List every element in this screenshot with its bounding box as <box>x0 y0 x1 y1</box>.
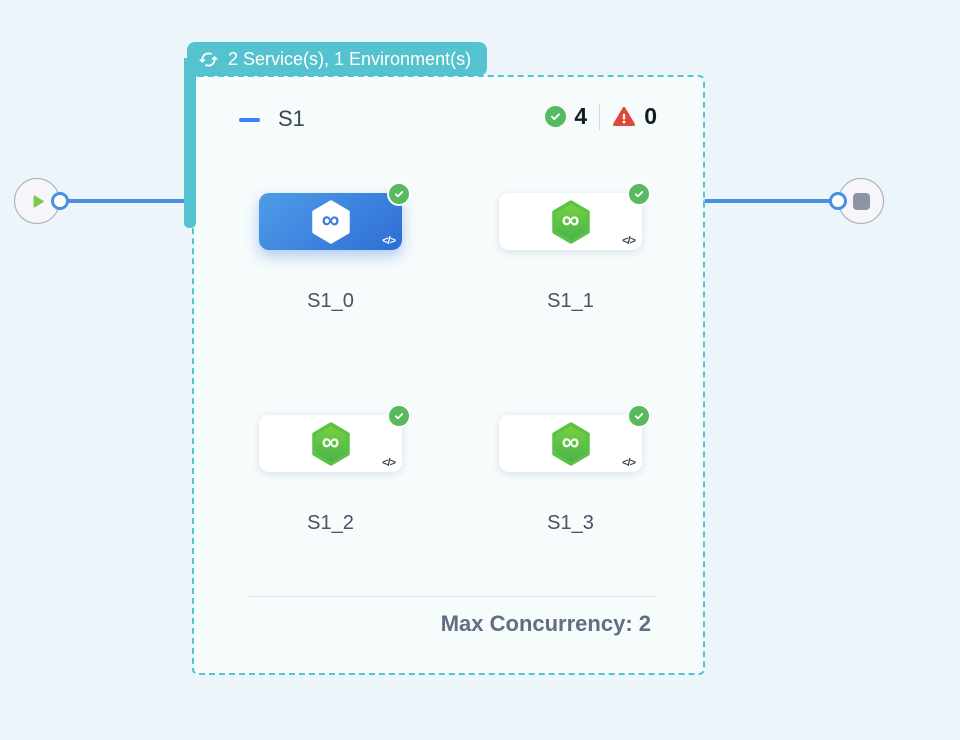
service-cell: ∞ </> S1_0 <box>259 182 411 312</box>
service-hexagon-icon: ∞ <box>311 421 351 466</box>
service-hexagon-icon: ∞ <box>551 199 591 244</box>
max-concurrency-label: Max Concurrency: 2 <box>440 611 651 636</box>
infinity-icon: ∞ <box>321 428 340 456</box>
service-label: S1_1 <box>547 290 594 312</box>
service-cell: ∞ </> S1_1 <box>499 182 651 312</box>
group-summary-label: 2 Service(s), 1 Environment(s) <box>228 48 472 69</box>
infinity-icon: ∞ <box>561 428 580 456</box>
connector-dot-left[interactable] <box>51 192 69 210</box>
play-icon <box>28 192 47 211</box>
service-hexagon-icon: ∞ <box>311 199 351 244</box>
failure-count: 0 <box>644 103 657 129</box>
group-status-summary: 4 0 <box>545 103 657 130</box>
service-card-s1-3[interactable]: ∞ </> <box>499 404 651 472</box>
sync-icon <box>198 49 219 70</box>
success-check-icon <box>545 106 567 127</box>
warning-triangle-icon <box>612 105 636 129</box>
service-card-s1-2[interactable]: ∞ </> <box>259 404 411 472</box>
service-label: S1_0 <box>307 290 354 312</box>
service-label: S1_2 <box>307 512 354 534</box>
stats-divider <box>599 103 601 130</box>
service-hexagon-icon: ∞ <box>551 421 591 466</box>
group-badge-tail <box>184 58 196 228</box>
code-icon: </> <box>382 235 396 247</box>
collapse-button[interactable] <box>239 118 260 122</box>
service-card-s1-1[interactable]: ∞ </> <box>499 182 651 250</box>
group-summary-badge[interactable]: 2 Service(s), 1 Environment(s) <box>187 42 488 76</box>
success-badge-icon <box>387 404 411 428</box>
edge-group-to-end <box>703 199 835 203</box>
edge-start-to-group <box>60 199 187 203</box>
success-count: 4 <box>574 103 588 129</box>
group-title: S1 <box>278 106 305 131</box>
connector-dot-right[interactable] <box>829 192 847 210</box>
code-icon: </> <box>622 235 636 247</box>
service-label: S1_3 <box>547 512 594 534</box>
stage-group-container: S1 4 0 <box>192 75 705 675</box>
success-badge-icon <box>387 182 411 206</box>
infinity-icon: ∞ <box>561 206 580 234</box>
code-icon: </> <box>382 457 396 469</box>
service-card-s1-0[interactable]: ∞ </> <box>259 182 411 250</box>
service-cell: ∞ </> S1_2 <box>259 404 411 534</box>
service-cell: ∞ </> S1_3 <box>499 404 651 534</box>
footer-divider <box>247 596 655 597</box>
success-badge-icon <box>627 404 651 428</box>
infinity-icon: ∞ <box>321 206 340 234</box>
stop-icon <box>852 192 870 210</box>
code-icon: </> <box>622 457 636 469</box>
success-badge-icon <box>627 182 651 206</box>
